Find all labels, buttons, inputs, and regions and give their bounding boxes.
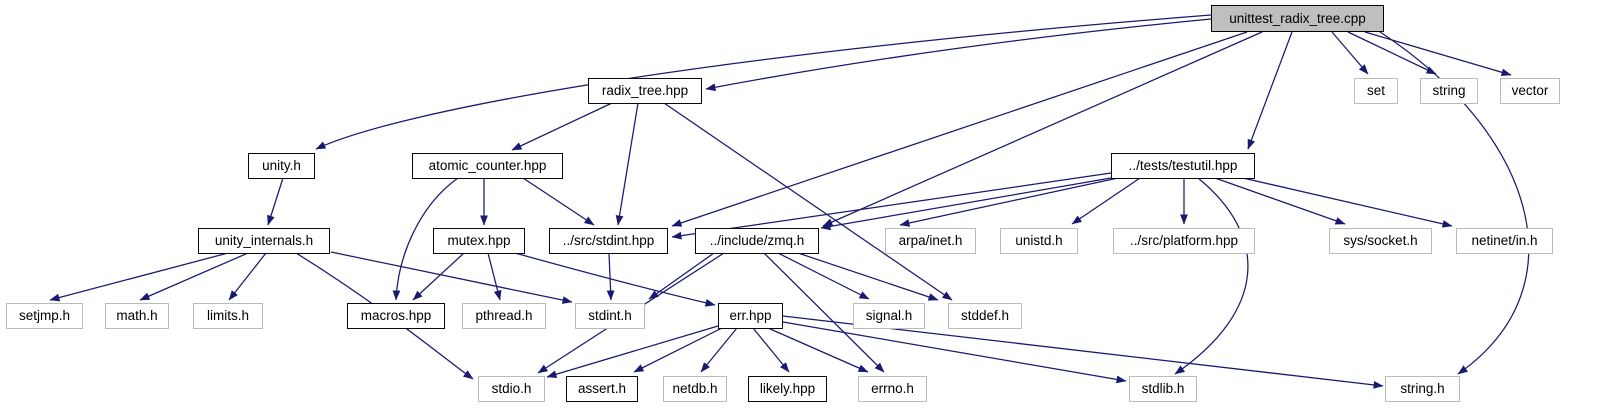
graph-node-zmqh[interactable]: ../include/zmq.h bbox=[695, 228, 819, 254]
edge-zmqh-to-errno bbox=[763, 252, 885, 373]
edge-err-to-assert bbox=[633, 327, 723, 373]
edge-unity-to-uinternals bbox=[267, 177, 284, 226]
edge-unittest-to-stdinthpp bbox=[671, 31, 1248, 227]
graph-node-stdinth: stdint.h bbox=[575, 303, 645, 329]
edge-unittest-to-stringh bbox=[1379, 31, 1530, 375]
edge-mutex-to-pthread bbox=[487, 252, 502, 301]
edge-err-to-stdio bbox=[546, 325, 719, 379]
edge-uinternals-to-setjmp bbox=[49, 252, 229, 302]
graph-node-syssocket: sys/socket.h bbox=[1329, 228, 1432, 254]
graph-node-stdlib: stdlib.h bbox=[1129, 376, 1197, 402]
edge-testutil-to-arpa bbox=[899, 177, 1119, 227]
graph-node-netinet: netinet/in.h bbox=[1456, 228, 1553, 254]
edge-zmqh-to-stddef bbox=[797, 252, 939, 301]
graph-node-netdb: netdb.h bbox=[663, 376, 727, 402]
edge-unittest-to-stringstd bbox=[1347, 31, 1437, 75]
graph-node-set: set bbox=[1354, 78, 1398, 104]
edge-testutil-to-syssocket bbox=[1214, 177, 1346, 225]
graph-node-stddef: stddef.h bbox=[948, 303, 1022, 329]
edge-testutil-to-netinet bbox=[1242, 177, 1453, 228]
edge-testutil-to-unistd bbox=[1071, 177, 1141, 225]
graph-node-stdinthpp[interactable]: ../src/stdint.hpp bbox=[549, 228, 668, 254]
edge-testutil-to-zmqh bbox=[820, 177, 1112, 231]
graph-node-mutex[interactable]: mutex.hpp bbox=[433, 228, 525, 254]
edge-atomic-to-stdinthpp bbox=[522, 177, 595, 226]
graph-node-vector: vector bbox=[1500, 78, 1560, 104]
graph-node-unity[interactable]: unity.h bbox=[248, 153, 315, 179]
graph-node-err[interactable]: err.hpp bbox=[718, 303, 783, 329]
edge-unittest-to-testutil bbox=[1247, 31, 1293, 150]
graph-node-radix[interactable]: radix_tree.hpp bbox=[588, 78, 702, 104]
edge-testutil-to-stdinthpp bbox=[671, 172, 1112, 240]
graph-node-atomic[interactable]: atomic_counter.hpp bbox=[412, 153, 563, 179]
graph-node-signal: signal.h bbox=[853, 303, 925, 329]
graph-node-setjmp: setjmp.h bbox=[6, 303, 83, 329]
graph-node-macros[interactable]: macros.hpp bbox=[347, 303, 445, 329]
graph-node-arpa: arpa/inet.h bbox=[885, 228, 976, 254]
edge-testutil-to-stdlib bbox=[1174, 177, 1249, 375]
edge-err-to-stdlib bbox=[782, 321, 1127, 384]
edge-unittest-to-set bbox=[1331, 31, 1369, 75]
edge-unittest-to-radix bbox=[705, 18, 1212, 92]
edge-uinternals-to-math bbox=[139, 252, 249, 301]
graph-node-limits: limits.h bbox=[193, 303, 263, 329]
edge-uinternals-to-limits bbox=[228, 252, 267, 301]
graph-node-pthread: pthread.h bbox=[462, 303, 546, 329]
edge-err-to-netdb bbox=[700, 327, 738, 373]
edge-err-to-likely bbox=[752, 327, 790, 373]
graph-node-uinternals[interactable]: unity_internals.h bbox=[198, 228, 330, 254]
graph-node-assert[interactable]: assert.h bbox=[566, 376, 638, 402]
edge-mutex-to-macros bbox=[412, 252, 465, 301]
edge-atomic-to-macros bbox=[392, 177, 459, 301]
edge-err-to-errno bbox=[767, 327, 869, 373]
edge-unittest-to-vector bbox=[1364, 31, 1512, 77]
edge-radix-to-stdinthpp bbox=[615, 102, 639, 226]
edge-zmqh-to-stdinth bbox=[648, 252, 715, 300]
edge-unittest-to-zmqh bbox=[822, 31, 1263, 227]
graph-node-stdio: stdio.h bbox=[478, 376, 545, 402]
edge-uinternals-to-stdinth bbox=[330, 251, 573, 304]
edge-stdinthpp-to-stdinth bbox=[606, 252, 615, 301]
edge-radix-to-atomic bbox=[511, 102, 613, 151]
edge-zmqh-to-signal bbox=[777, 252, 870, 300]
graph-node-platform: ../src/platform.hpp bbox=[1113, 228, 1255, 254]
edge-unittest-to-unity bbox=[315, 14, 1212, 150]
graph-node-stringstd: string bbox=[1420, 78, 1478, 104]
graph-node-errno: errno.h bbox=[858, 376, 927, 402]
edge-radix-to-stddef bbox=[663, 102, 953, 301]
graph-node-unistd: unistd.h bbox=[1000, 228, 1078, 254]
graph-node-testutil[interactable]: ../tests/testutil.hpp bbox=[1111, 153, 1255, 179]
graph-node-unittest[interactable]: unittest_radix_tree.cpp bbox=[1211, 5, 1384, 32]
graph-node-math: math.h bbox=[105, 303, 169, 329]
graph-node-likely[interactable]: likely.hpp bbox=[748, 376, 827, 402]
graph-node-stringh: string.h bbox=[1385, 376, 1460, 402]
edge-mutex-to-err bbox=[514, 252, 716, 307]
